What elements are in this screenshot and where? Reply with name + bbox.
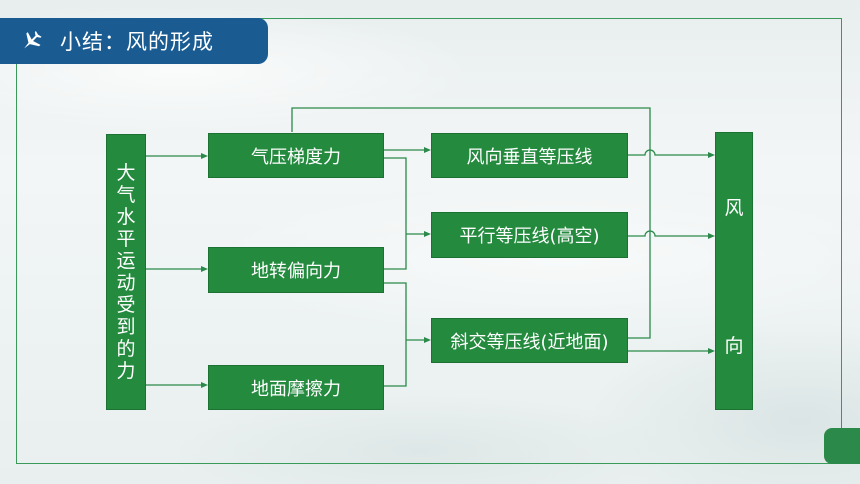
- source-char: 水: [116, 206, 136, 228]
- result-node-perpendicular: 风向垂直等压线: [431, 133, 628, 178]
- source-char: 运: [116, 250, 136, 272]
- source-char: 力: [116, 360, 136, 382]
- airplane-icon: [24, 31, 42, 49]
- wind-char-1: 风: [724, 197, 744, 219]
- source-char: 动: [116, 272, 136, 294]
- wind-char-2: 向: [724, 335, 744, 357]
- title-bar: 小结：风的形成: [0, 18, 268, 64]
- result-node-parallel: 平行等压线(高空): [431, 212, 628, 258]
- source-char: 的: [116, 338, 136, 360]
- source-char: 受: [116, 294, 136, 316]
- source-node: 大气水平运动受到的力: [106, 134, 146, 410]
- source-char: 气: [116, 184, 136, 206]
- source-char: 平: [116, 228, 136, 250]
- result-node-oblique: 斜交等压线(近地面): [431, 318, 628, 363]
- wind-direction-node: 风 向: [715, 132, 753, 410]
- source-char: 大: [116, 162, 136, 184]
- source-label: 大气水平运动受到的力: [116, 162, 135, 382]
- page-title: 小结：风的形成: [60, 30, 214, 54]
- corner-tab: [824, 428, 860, 464]
- force-node-coriolis: 地转偏向力: [208, 247, 384, 293]
- force-node-friction: 地面摩擦力: [208, 365, 384, 410]
- force-node-pressure-gradient: 气压梯度力: [208, 133, 384, 178]
- slide-frame: [16, 18, 842, 464]
- source-char: 到: [116, 316, 136, 338]
